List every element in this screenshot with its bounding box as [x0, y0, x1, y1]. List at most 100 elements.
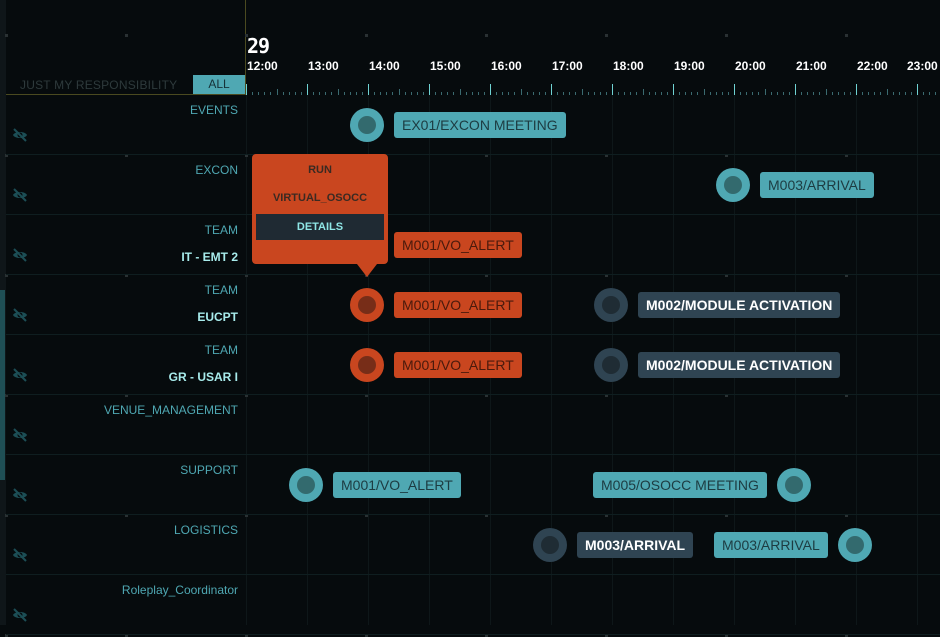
event-marker[interactable]	[350, 288, 384, 322]
grid-dot	[5, 34, 8, 37]
event-marker[interactable]	[777, 468, 811, 502]
event-marker[interactable]	[594, 348, 628, 382]
menu-details[interactable]: DETAILS	[256, 214, 384, 240]
event-marker-core	[297, 476, 315, 494]
tick	[447, 92, 449, 95]
tick	[691, 92, 693, 95]
tick	[575, 92, 577, 95]
event-label[interactable]: M001/VO_ALERT	[394, 352, 522, 378]
tick	[898, 92, 900, 95]
grid-dot	[605, 514, 608, 517]
tick	[746, 92, 748, 95]
tick	[782, 92, 784, 95]
filter-just-mine[interactable]: JUST MY RESPONSIBILITY	[20, 78, 178, 92]
grid-dot	[125, 154, 128, 157]
event-label[interactable]: M003/ARRIVAL	[714, 532, 828, 558]
eye-slash-icon[interactable]	[12, 307, 28, 323]
event-label[interactable]: M001/VO_ALERT	[394, 232, 522, 258]
event-marker[interactable]	[533, 528, 567, 562]
tick	[679, 92, 681, 95]
tick	[532, 92, 534, 95]
row-title: LOGISTICS	[173, 523, 238, 537]
grid-dot	[245, 394, 248, 397]
grid-dot	[125, 34, 128, 37]
tick	[703, 89, 705, 95]
grid-dot	[845, 394, 848, 397]
tick	[368, 84, 369, 95]
eye-slash-icon[interactable]	[12, 427, 28, 443]
tick	[343, 92, 345, 95]
tick	[807, 92, 809, 95]
tick	[587, 92, 589, 95]
grid-dot	[485, 274, 488, 277]
tick	[581, 89, 583, 95]
grid-dot	[125, 274, 128, 277]
row-title: TEAM	[204, 343, 238, 357]
swimlane-row: EVENTS	[6, 95, 940, 155]
eye-slash-icon[interactable]	[12, 187, 28, 203]
event-label[interactable]: M005/OSOCC MEETING	[593, 472, 767, 498]
event-marker-core	[846, 536, 864, 554]
event-marker[interactable]	[716, 168, 750, 202]
tick	[904, 92, 906, 95]
tick	[288, 92, 290, 95]
tick	[685, 92, 687, 95]
swimlane-row: EXCON	[6, 155, 940, 215]
row-subtitle: GR - USAR I	[168, 370, 238, 384]
tick	[538, 92, 540, 95]
grid-dot	[485, 154, 488, 157]
event-marker[interactable]	[838, 528, 872, 562]
tick	[856, 84, 857, 95]
tick	[569, 92, 571, 95]
hour-label: 21:00	[796, 59, 827, 73]
grid-dot	[125, 514, 128, 517]
swimlane-row: LOGISTICS	[6, 515, 940, 575]
eye-slash-icon[interactable]	[12, 367, 28, 383]
grid-dot	[5, 514, 8, 517]
event-marker-core	[358, 116, 376, 134]
event-label[interactable]: M002/MODULE ACTIVATION	[638, 292, 841, 318]
grid-line	[856, 95, 857, 625]
eye-slash-icon[interactable]	[12, 127, 28, 143]
row-title: VENUE_MANAGEMENT	[103, 403, 238, 417]
grid-line	[307, 95, 308, 625]
eye-slash-icon[interactable]	[12, 547, 28, 563]
event-label[interactable]: M001/VO_ALERT	[333, 472, 461, 498]
time-ticks	[246, 84, 940, 95]
event-marker[interactable]	[350, 348, 384, 382]
eye-slash-icon[interactable]	[12, 607, 28, 623]
tick	[862, 92, 864, 95]
tick	[874, 92, 876, 95]
tick	[593, 92, 595, 95]
tick	[416, 92, 418, 95]
event-marker-core	[358, 356, 376, 374]
tick	[849, 92, 851, 95]
event-marker[interactable]	[594, 288, 628, 322]
event-label[interactable]: M003/ARRIVAL	[577, 532, 694, 558]
filter-panel: JUST MY RESPONSIBILITY ALL	[6, 0, 246, 95]
eye-slash-icon[interactable]	[12, 487, 28, 503]
tick	[471, 92, 473, 95]
day-label: 29	[247, 34, 270, 58]
menu-exercise[interactable]: VIRTUAL_OSOCC	[272, 192, 368, 204]
event-label[interactable]: M001/VO_ALERT	[394, 292, 522, 318]
tick	[605, 92, 607, 95]
tick	[618, 92, 620, 95]
scrollbar[interactable]	[0, 290, 5, 480]
tick	[514, 92, 516, 95]
event-label[interactable]: M003/ARRIVAL	[760, 172, 874, 198]
filter-all[interactable]: ALL	[193, 75, 245, 94]
tick	[551, 84, 552, 95]
event-marker[interactable]	[289, 468, 323, 502]
hour-label: 13:00	[308, 59, 339, 73]
event-label[interactable]: EX01/EXCON MEETING	[394, 112, 566, 138]
event-label[interactable]: M002/MODULE ACTIVATION	[638, 352, 841, 378]
swimlane-row: TEAM GR - USAR I	[6, 335, 940, 395]
event-marker[interactable]	[350, 108, 384, 142]
tick	[325, 92, 327, 95]
tick	[776, 92, 778, 95]
eye-slash-icon[interactable]	[12, 247, 28, 263]
menu-run[interactable]: RUN	[308, 164, 332, 176]
grid-dot	[245, 514, 248, 517]
